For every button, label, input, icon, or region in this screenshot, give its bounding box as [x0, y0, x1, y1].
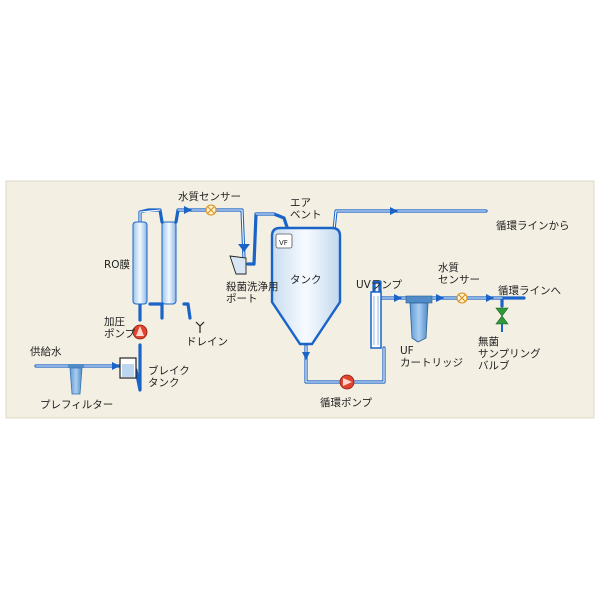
- label-break-tank: ブレイクタンク: [148, 364, 190, 389]
- label-water-quality-sensor-1: 水質センサー: [178, 190, 241, 203]
- water-quality-sensor-1: [205, 204, 217, 216]
- label-vf: VF: [279, 239, 288, 247]
- labels: 供給水 プレフィルター ブレイクタンク 加圧ポンプ RO膜 ドレイン 水質センサ…: [30, 190, 570, 411]
- label-uv-lamp: UVランプ: [356, 279, 403, 291]
- label-air-vent: エアベント: [290, 197, 322, 221]
- label-tank: タンク: [290, 274, 322, 286]
- label-pressure-pump: 加圧ポンプ: [104, 316, 136, 340]
- pipe-ro-bottom: [148, 302, 164, 320]
- label-circulation-pump: 循環ポンプ: [320, 396, 373, 409]
- label-from-circulation-line: 循環ラインから: [496, 219, 570, 232]
- label-prefilter: プレフィルター: [40, 399, 113, 411]
- pipe-pump-to-ro: [138, 208, 164, 322]
- tank: [270, 226, 342, 346]
- pressure-pump: [132, 324, 148, 340]
- label-sterile-sampling-valve: 無菌サンプリングバルブ: [478, 335, 541, 372]
- sterile-sampling-valve: [495, 307, 509, 332]
- pipe-break-to-pump: [134, 343, 142, 392]
- label-water-quality-sensor-2: 水質センサー: [438, 261, 480, 286]
- water-quality-sensor-2: [456, 292, 468, 304]
- circulation-pump: [339, 374, 355, 390]
- uf-cartridge: [405, 295, 433, 343]
- label-ro-membrane: RO膜: [104, 259, 131, 271]
- label-feed-water: 供給水: [30, 345, 62, 358]
- break-tank: [119, 357, 137, 379]
- drain-symbol: [195, 321, 205, 333]
- pipe-drain: [182, 302, 192, 320]
- prefilter: [68, 364, 84, 395]
- label-drain: ドレイン: [186, 336, 228, 348]
- ro-membrane: [132, 221, 177, 305]
- label-to-circulation-line: 循環ラインへ: [498, 284, 561, 297]
- label-sterilization-port: 殺菌洗浄用ポート: [226, 280, 279, 305]
- uv-lamp: [370, 291, 382, 349]
- sterilization-port: [229, 255, 247, 275]
